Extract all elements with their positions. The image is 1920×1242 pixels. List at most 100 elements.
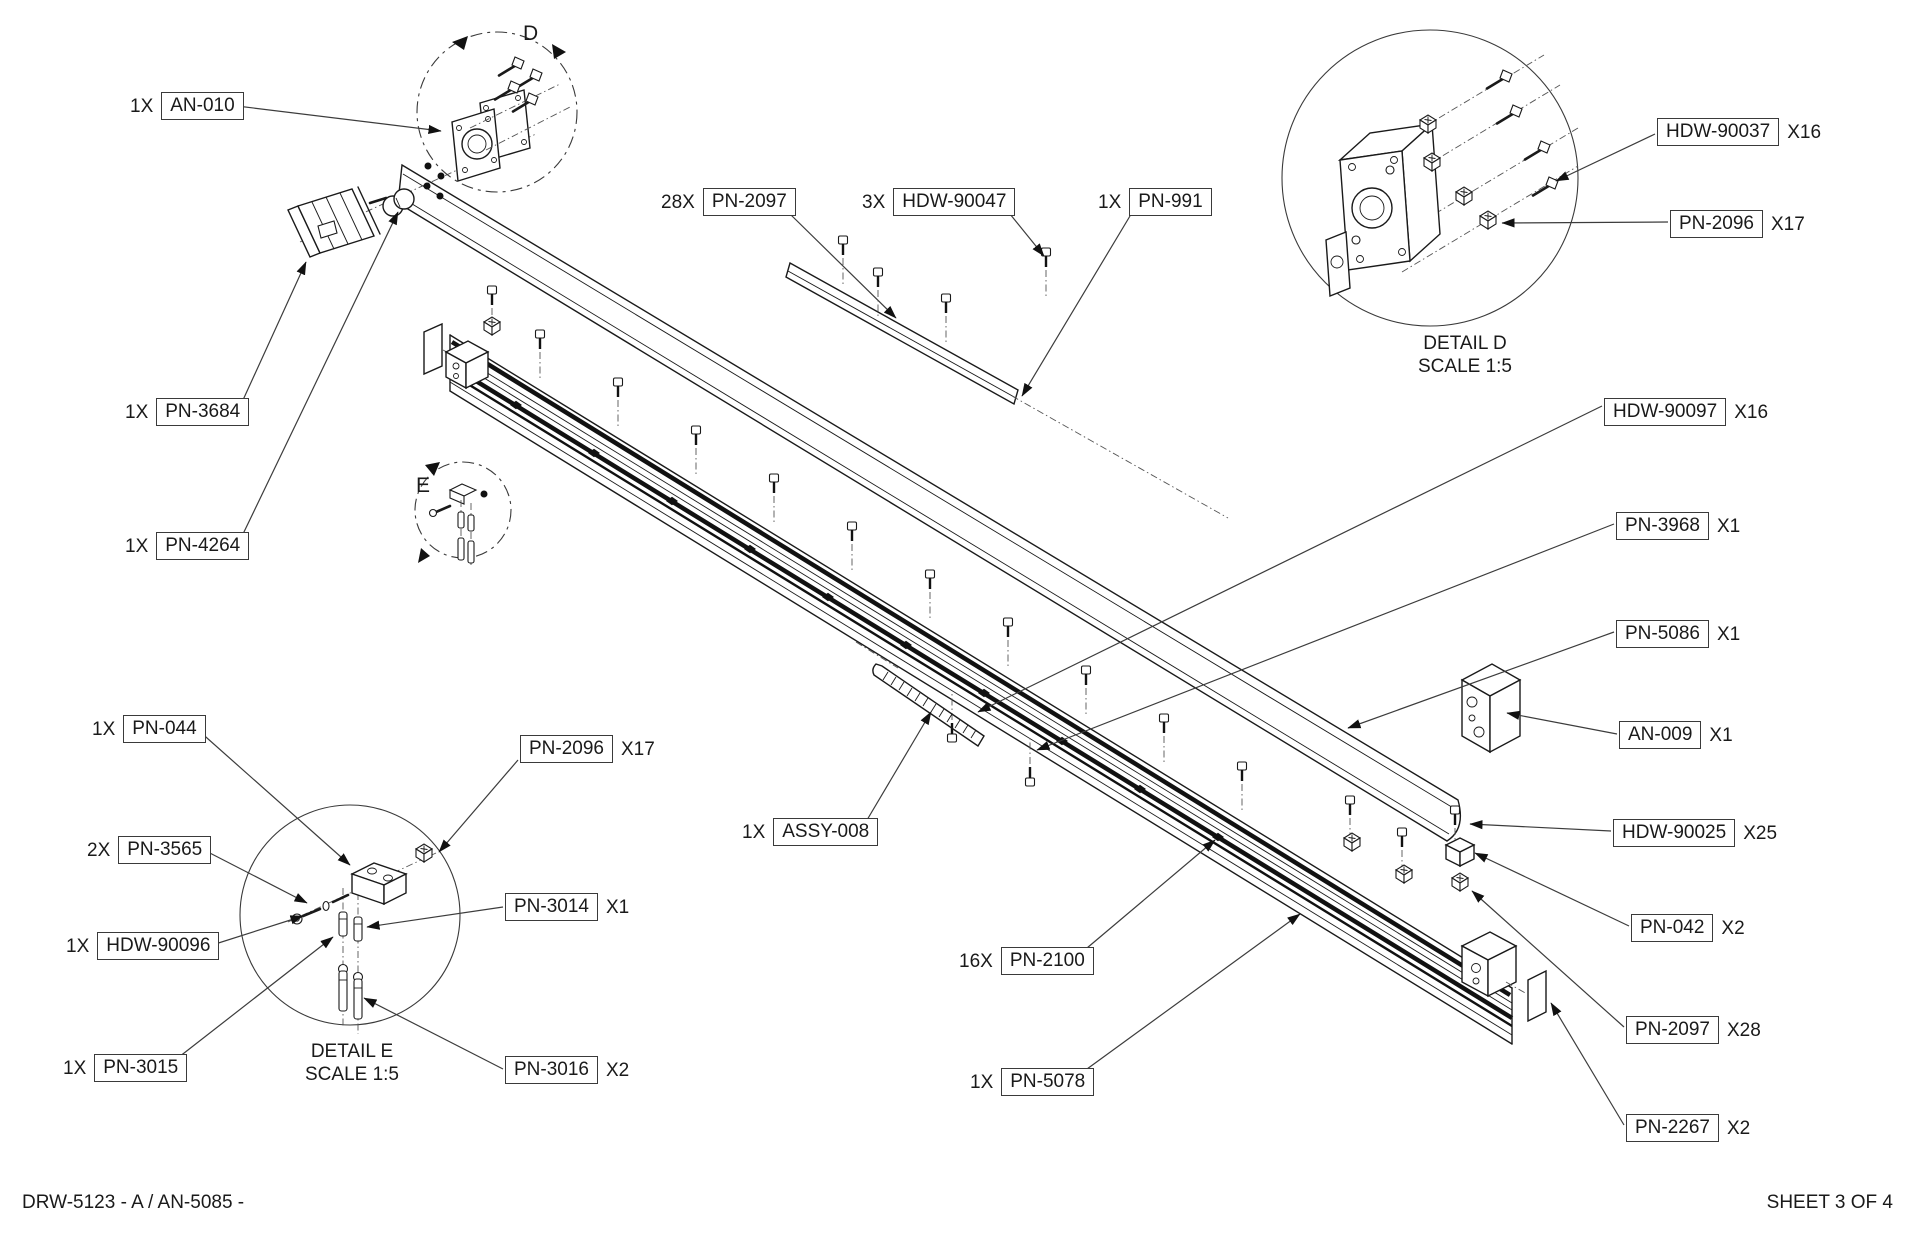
- quantity-suffix: X2: [1727, 1117, 1751, 1139]
- part-label-pn3565: 2X PN-3565: [87, 836, 212, 864]
- strip-pn991: [785, 234, 1229, 519]
- quantity-suffix: X1: [606, 896, 630, 918]
- detail-e-marker-letter: E: [416, 474, 431, 497]
- part-label-an009: AN-009 X1: [1619, 721, 1733, 749]
- part-number-box: PN-3565: [118, 836, 212, 864]
- part-number-box: PN-3014: [505, 893, 598, 921]
- part-number-box: PN-2097: [1626, 1016, 1719, 1044]
- part-label-hdw90025: HDW-90025 X25: [1613, 819, 1777, 847]
- part-label-hdw90047: 3X HDW-90047: [862, 188, 1016, 216]
- quantity-prefix: 1X: [63, 1057, 87, 1079]
- quantity-suffix: X17: [621, 738, 655, 760]
- part-label-pn5086: PN-5086 X1: [1616, 620, 1740, 648]
- part-label-an010: 1X AN-010: [130, 92, 244, 120]
- detail-e-callout-circle: [414, 461, 512, 565]
- part-label-pn2096-e: PN-2096 X17: [520, 735, 655, 763]
- quantity-prefix: 1X: [1098, 191, 1122, 213]
- sheet-number: SHEET 3 OF 4: [1766, 1192, 1893, 1213]
- part-number-box: PN-3968: [1616, 512, 1709, 540]
- detail-d-title: DETAIL D: [1423, 333, 1507, 354]
- part-label-assy008: 1X ASSY-008: [742, 818, 879, 846]
- quantity-suffix: X16: [1734, 401, 1769, 423]
- coupling-pn4264: [382, 188, 415, 217]
- quantity-suffix: X16: [1787, 121, 1822, 143]
- detail-d-caption: DETAIL D SCALE 1:5: [1375, 332, 1555, 378]
- part-label-pn3014: PN-3014 X1: [505, 893, 629, 921]
- quantity-prefix: 1X: [66, 935, 90, 957]
- quantity-suffix: X1: [1709, 724, 1733, 746]
- quantity-suffix: X25: [1743, 822, 1778, 844]
- part-number-box: ASSY-008: [773, 818, 879, 846]
- detail-e-scale: SCALE 1:5: [305, 1064, 399, 1085]
- part-number-box: HDW-90097: [1604, 398, 1727, 426]
- quantity-prefix: 2X: [87, 839, 111, 861]
- quantity-suffix: X28: [1727, 1019, 1761, 1041]
- quantity-prefix: 1X: [970, 1071, 994, 1093]
- part-number-box: HDW-90096: [97, 932, 220, 960]
- part-label-pn042: PN-042 X2: [1631, 914, 1745, 942]
- part-number-box: PN-2097: [702, 188, 796, 216]
- motor-pn3684: [287, 133, 537, 258]
- drawing-number: DRW-5123 - A / AN-5085 -: [22, 1192, 245, 1213]
- part-label-pn3015: 1X PN-3015: [63, 1054, 188, 1082]
- quantity-suffix: X17: [1771, 213, 1805, 235]
- gearbox-an010: [423, 55, 573, 200]
- quantity-prefix: 1X: [125, 535, 149, 557]
- quantity-prefix: 28X: [661, 191, 695, 213]
- quantity-prefix: 1X: [125, 401, 149, 423]
- part-number-box: PN-2267: [1626, 1114, 1719, 1142]
- part-number-box: PN-042: [1631, 914, 1714, 942]
- cover-beam-pn5086: [397, 163, 1462, 842]
- part-number-box: PN-991: [1129, 188, 1212, 216]
- part-label-pn2096-d: PN-2096 X17: [1670, 210, 1805, 238]
- part-number-box: PN-4264: [156, 532, 250, 560]
- detail-d-scale: SCALE 1:5: [1418, 356, 1512, 377]
- part-label-hdw90096: 1X HDW-90096: [66, 932, 220, 960]
- part-number-box: PN-2096: [1670, 210, 1763, 238]
- part-number-box: PN-5086: [1616, 620, 1709, 648]
- quantity-prefix: 16X: [959, 950, 993, 972]
- part-number-box: HDW-90047: [893, 188, 1016, 216]
- quantity-prefix: 1X: [92, 718, 116, 740]
- part-label-pn4264: 1X PN-4264: [125, 532, 250, 560]
- part-label-pn991: 1X PN-991: [1098, 188, 1212, 216]
- part-label-pn3016: PN-3016 X2: [505, 1056, 629, 1084]
- part-number-box: AN-010: [161, 92, 244, 120]
- part-label-pn3684: 1X PN-3684: [125, 398, 250, 426]
- quantity-suffix: X2: [606, 1059, 630, 1081]
- part-label-pn5078: 1X PN-5078: [970, 1068, 1095, 1096]
- part-label-pn2097-top: 28X PN-2097: [661, 188, 796, 216]
- right-end-assembly: [1343, 794, 1547, 1023]
- part-number-box: PN-2100: [1000, 947, 1094, 975]
- part-number-box: HDW-90025: [1613, 819, 1736, 847]
- quantity-suffix: X2: [1721, 917, 1745, 939]
- detail-d-marker-letter: D: [523, 22, 539, 45]
- quantity-prefix: 1X: [742, 821, 766, 843]
- assy008-strip: [855, 641, 985, 747]
- part-number-box: PN-2096: [520, 735, 613, 763]
- part-label-pn2100: 16X PN-2100: [959, 947, 1094, 975]
- detail-e-caption: DETAIL E SCALE 1:5: [262, 1040, 442, 1086]
- detail-d-view: [1281, 29, 1579, 327]
- quantity-prefix: 1X: [130, 95, 154, 117]
- leader-lines: [178, 105, 1669, 1126]
- part-number-box: PN-3684: [156, 398, 250, 426]
- part-number-box: PN-5078: [1001, 1068, 1095, 1096]
- part-number-box: PN-3016: [505, 1056, 598, 1084]
- part-number-box: AN-009: [1619, 721, 1702, 749]
- quantity-suffix: X1: [1717, 623, 1741, 645]
- detail-d-callout-circle: [416, 31, 578, 193]
- part-number-box: PN-044: [123, 715, 206, 743]
- part-number-box: PN-3015: [94, 1054, 188, 1082]
- gearbox-an009: [1460, 663, 1522, 754]
- detail-e-title: DETAIL E: [310, 1041, 394, 1062]
- main-extrusion-pn5078: [448, 334, 1514, 1045]
- part-label-pn044: 1X PN-044: [92, 715, 206, 743]
- left-end-assembly: [423, 284, 501, 390]
- quantity-prefix: 3X: [862, 191, 886, 213]
- part-label-pn2267: PN-2267 X2: [1626, 1114, 1750, 1142]
